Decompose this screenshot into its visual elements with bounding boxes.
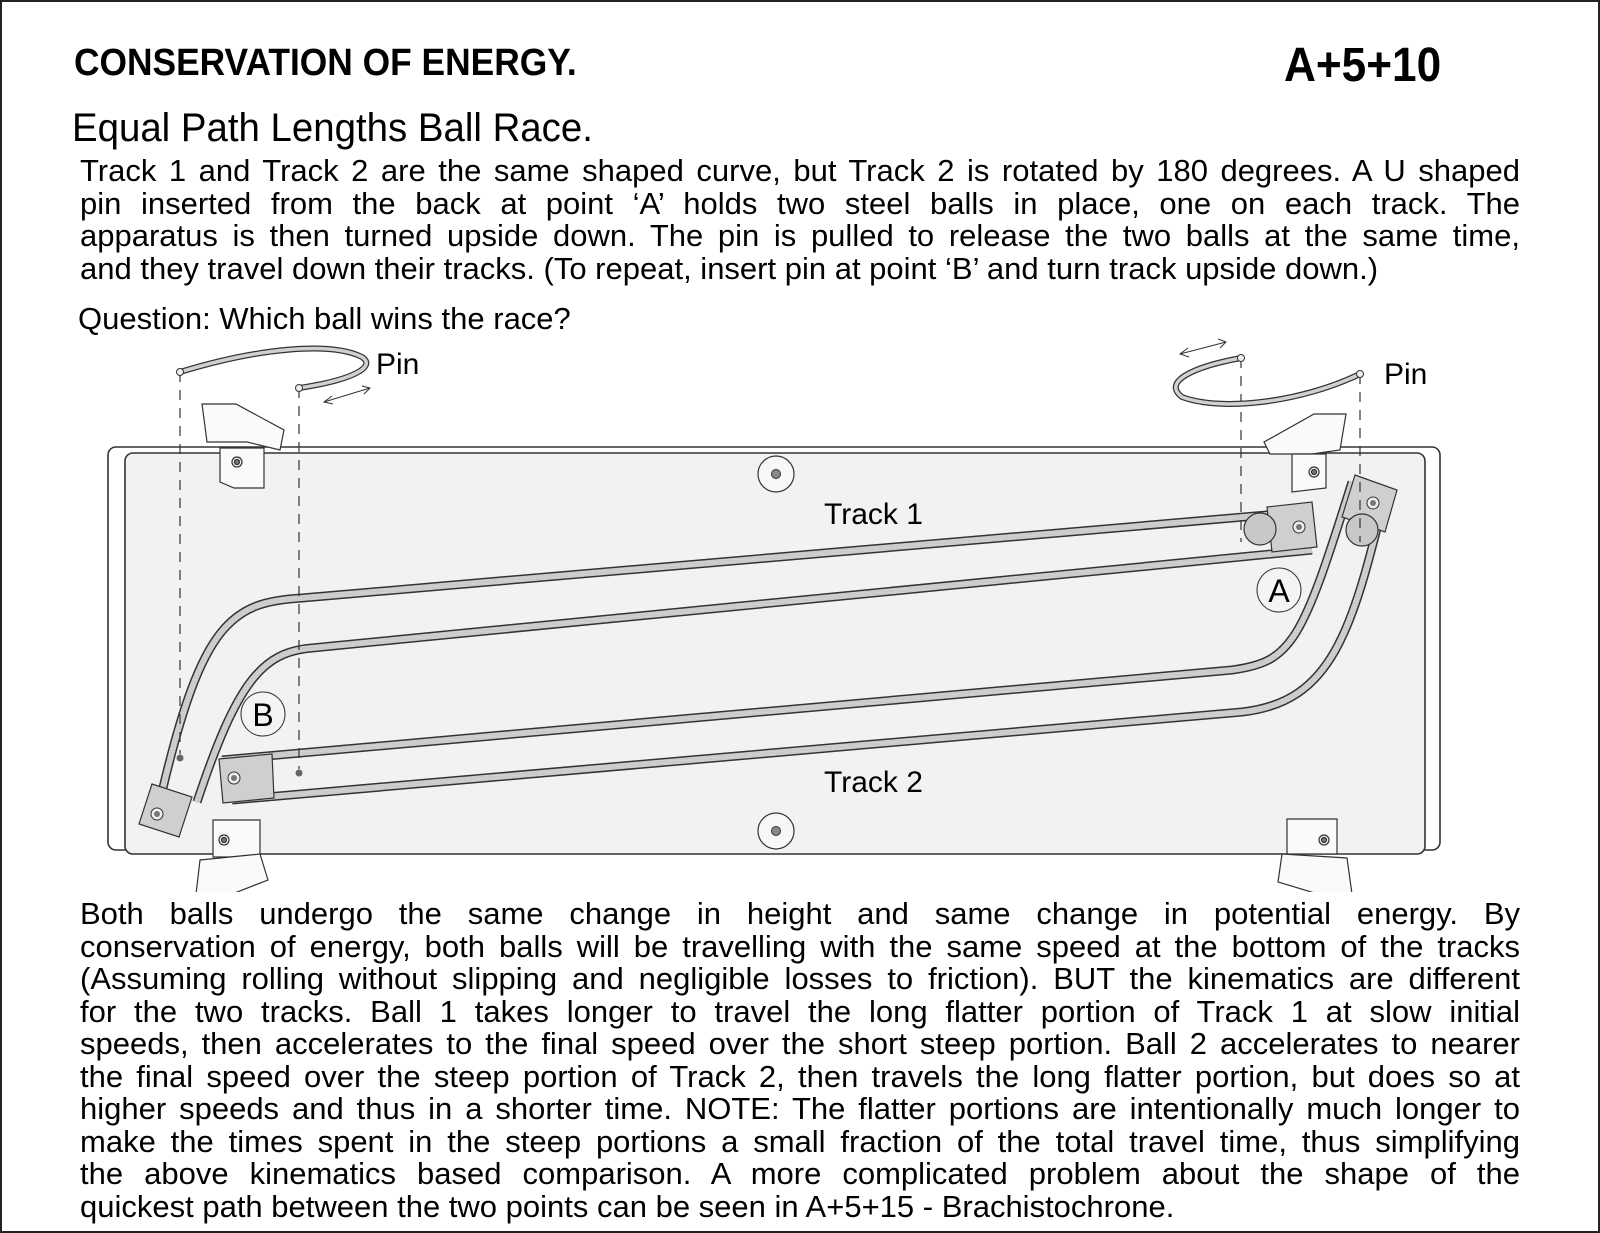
- move-arrow-icon: [322, 385, 371, 405]
- explanation-line: for the two tracks. Ball 1 takes longer …: [80, 993, 1520, 1029]
- ball-race-diagram: A B Pin Pin Track 1 Track 2: [107, 338, 1441, 892]
- intro-paragraph: Track 1 and Track 2 are the same shaped …: [80, 153, 1520, 286]
- point-b-marker: B: [240, 691, 286, 737]
- intro-line: and they travel down their tracks. (To r…: [80, 250, 1379, 286]
- explanation-line: (Assuming rolling without slipping and n…: [80, 961, 1520, 996]
- pin-hole-icon: [295, 769, 303, 777]
- pin-guide-lines: [179, 358, 1361, 769]
- pin-left-label: Pin: [376, 348, 419, 381]
- page-title: CONSERVATION OF ENERGY.: [74, 42, 577, 84]
- steel-ball-1: [1243, 512, 1277, 546]
- intro-line: pin inserted from the back at point ‘A’ …: [80, 185, 1520, 221]
- mount-bracket: [201, 403, 285, 489]
- steel-ball-2: [1345, 513, 1379, 547]
- explanation-line: the above kinematics based comparison. A…: [80, 1156, 1520, 1191]
- mount-bracket: [1263, 413, 1347, 493]
- track-1-label: Track 1: [824, 498, 923, 531]
- track-2-label: Track 2: [824, 766, 923, 799]
- point-a-label: A: [1268, 573, 1290, 609]
- page-subtitle: Equal Path Lengths Ball Race.: [72, 106, 593, 150]
- track-end-block: [1266, 501, 1318, 553]
- move-arrow-icon: [1178, 338, 1227, 358]
- explanation-line: Both balls undergo the same change in he…: [80, 896, 1520, 931]
- explanation-line: higher speeds and thus in a shorter time…: [80, 1091, 1520, 1126]
- explanation-paragraph: Both balls undergo the same change in he…: [80, 896, 1520, 1224]
- pin-hole-icon: [176, 754, 184, 762]
- mount-bracket: [195, 819, 269, 892]
- intro-line: apparatus is then turned upside down. Th…: [80, 218, 1520, 253]
- pin-right-label: Pin: [1384, 358, 1427, 391]
- explanation-line: the final speed over the steep portion o…: [80, 1058, 1520, 1094]
- board: [107, 446, 1441, 855]
- track-2: [221, 480, 1391, 805]
- mount-bracket: [1277, 818, 1353, 892]
- question-text: Question: Which ball wins the race?: [78, 301, 571, 336]
- point-b-label: B: [252, 697, 273, 733]
- point-a-marker: A: [1256, 567, 1302, 613]
- intro-line: Track 1 and Track 2 are the same shaped …: [80, 153, 1520, 188]
- screw-icon: [757, 455, 795, 493]
- screw-icon: [757, 812, 795, 850]
- demo-code: A+5+10: [1284, 39, 1442, 92]
- explanation-line: conservation of energy, both balls will …: [80, 928, 1520, 964]
- explanation-line: make the times spent in the steep portio…: [80, 1123, 1520, 1159]
- track-end-block: [138, 783, 193, 838]
- explanation-line: quickest path between the two points can…: [80, 1188, 1175, 1224]
- u-pin-left: [176, 345, 370, 392]
- u-pin-right: [1172, 354, 1364, 407]
- track-1: [157, 507, 1313, 804]
- track-end-block: [218, 753, 275, 804]
- explanation-line: speeds, then accelerates to the final sp…: [80, 1026, 1520, 1061]
